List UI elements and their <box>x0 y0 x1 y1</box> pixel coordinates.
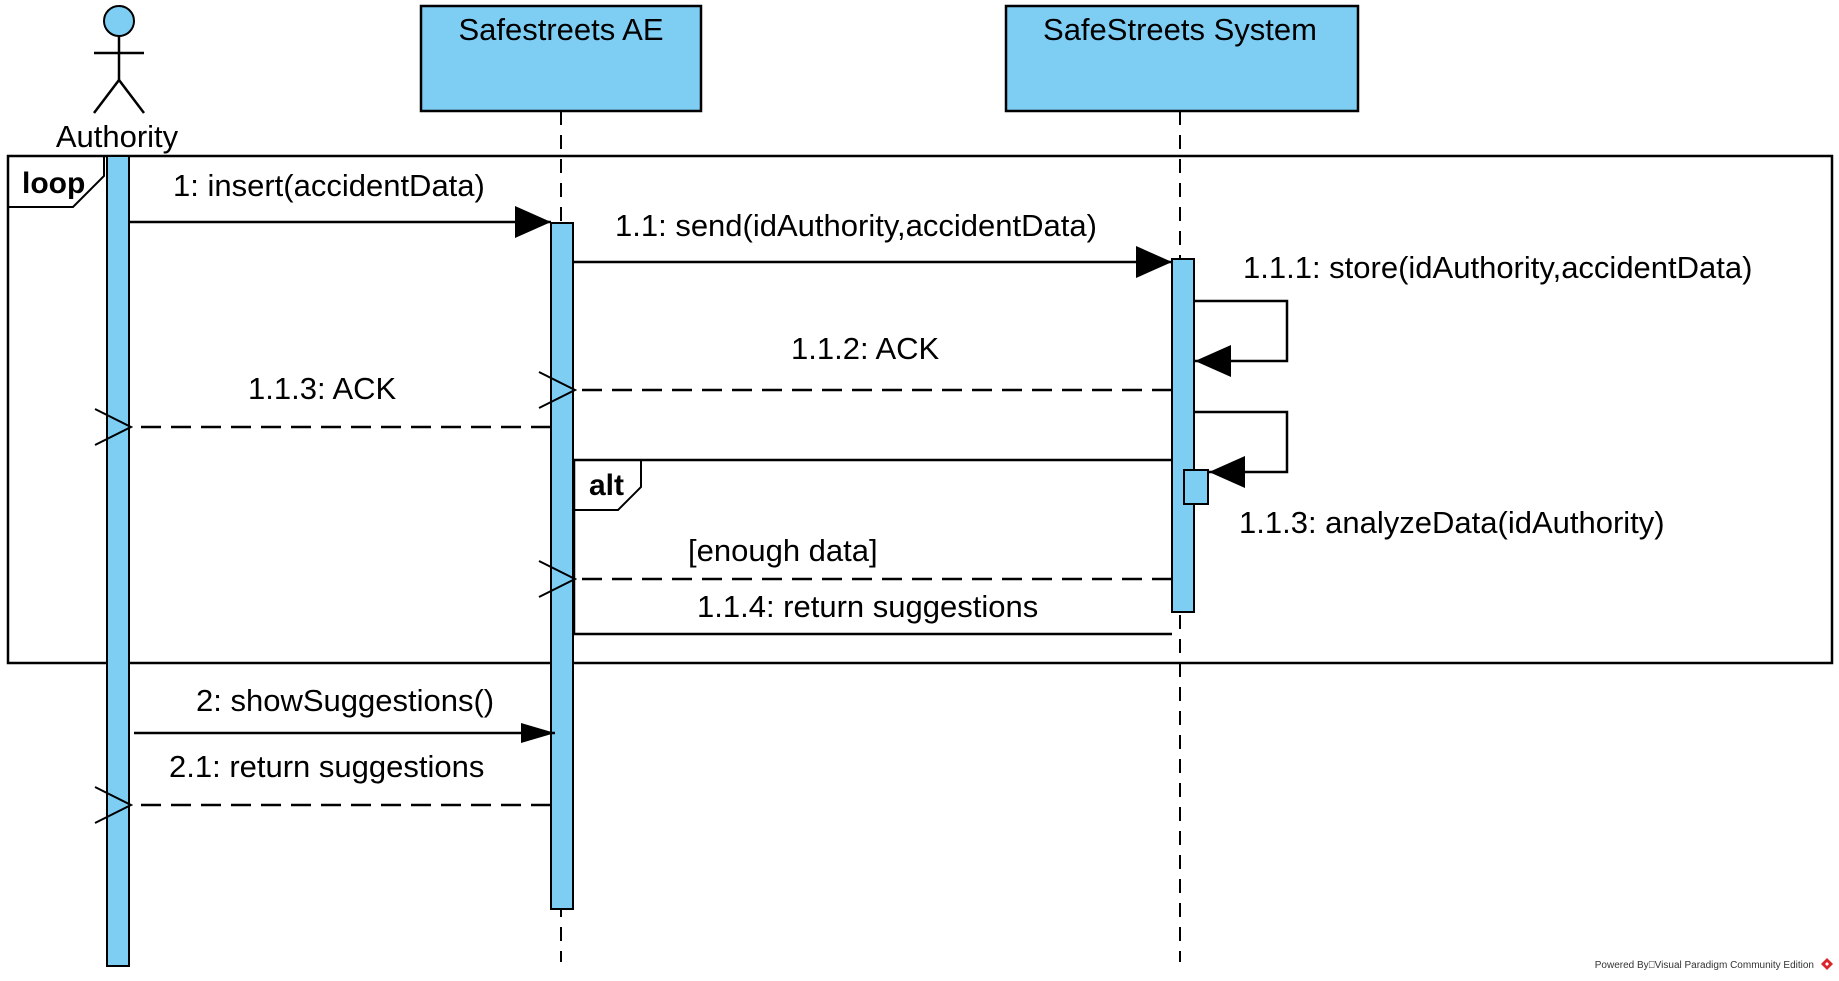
loop-label: loop <box>22 167 85 200</box>
message-label-store: 1.1.1: store(idAuthority,accidentData) <box>1243 250 1752 285</box>
alt-fragment <box>572 458 1172 636</box>
message-label-ack-system: 1.1.2: ACK <box>791 331 940 366</box>
alt-label: alt <box>589 469 624 502</box>
visual-paradigm-logo-icon <box>1821 958 1833 970</box>
message-label-insert: 1: insert(accidentData) <box>173 168 485 203</box>
message-label-send: 1.1: send(idAuthority,accidentData) <box>615 208 1097 243</box>
activation-bar-authority <box>106 155 130 967</box>
activation-bar-analyze-data <box>1183 469 1209 505</box>
message-arrow-store <box>1195 299 1289 377</box>
message-label-analyze-data: 1.1.3: analyzeData(idAuthority) <box>1239 505 1665 540</box>
alt-guard: [enough data] <box>688 533 878 568</box>
activation-bar-safestreets-ae <box>550 222 574 910</box>
message-label-ack-ae: 1.1.3: ACK <box>248 371 397 406</box>
message-label-return-suggestions-system: 1.1.4: return suggestions <box>697 589 1038 624</box>
participant-safestreets-system: SafeStreets System <box>1004 4 1360 113</box>
participant-authority: Authority <box>56 5 179 154</box>
participant-safestreets-ae: Safestreets AE <box>419 4 703 113</box>
participant-authority-name: Authority <box>56 119 179 154</box>
participant-safestreets-ae-name: Safestreets AE <box>458 12 663 47</box>
participant-safestreets-system-name: SafeStreets System <box>1043 12 1317 47</box>
loop-fragment <box>6 154 1834 665</box>
loop-fragment-label-tab <box>8 156 105 208</box>
footer-powered-by: Powered By⎕Visual Paradigm Community Edi… <box>1595 960 1814 971</box>
message-label-show-suggestions: 2: showSuggestions() <box>196 683 494 718</box>
alt-fragment-label-tab <box>574 460 642 511</box>
message-arrow-analyze-data <box>1195 410 1289 488</box>
actor-icon <box>103 5 135 37</box>
activation-bar-safestreets-system <box>1171 258 1195 613</box>
message-label-return-suggestions-ae: 2.1: return suggestions <box>169 749 484 784</box>
